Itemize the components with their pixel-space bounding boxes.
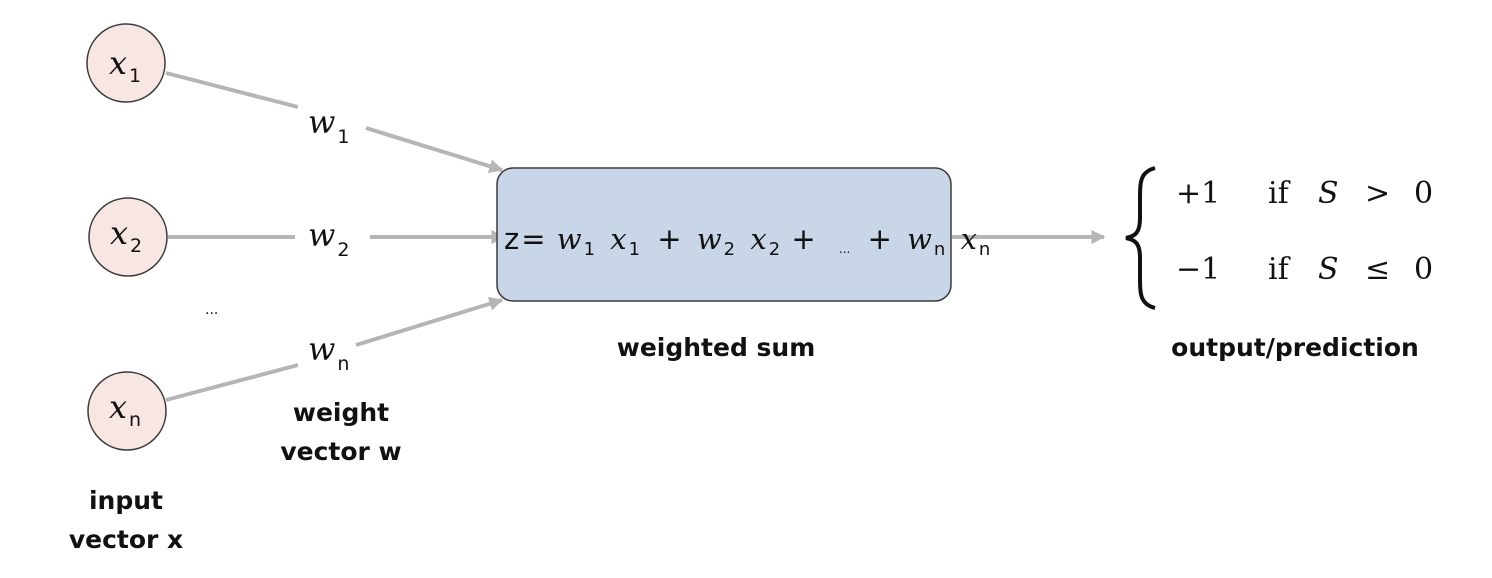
edges — [165, 71, 1106, 402]
input-vector-label-line1: input — [89, 486, 163, 515]
edge-xn-to-wn — [165, 363, 299, 402]
input-node-circle — [86, 23, 166, 103]
weighted-sum-label: weighted sum — [617, 333, 816, 362]
weight-vector-label-line1: weight — [293, 398, 389, 427]
input-vector-label-line2: vector x — [69, 525, 183, 554]
weight-vector-label-line2: vector w — [280, 437, 401, 466]
output-case-1: +1 if S > 0 — [1176, 176, 1433, 211]
edge-w1-to-sum — [365, 126, 504, 173]
input-ellipsis: ... — [205, 302, 218, 318]
output-label: output/prediction — [1171, 333, 1419, 362]
input-node-circle — [88, 197, 168, 277]
input-node-circle — [87, 371, 167, 451]
edge-x1-to-w1 — [165, 71, 299, 109]
output-case-2: −1 if S ≤ 0 — [1176, 252, 1433, 287]
weighted-sum-box — [496, 167, 952, 302]
edge-wn-to-sum — [355, 297, 504, 347]
piecewise-brace — [1125, 166, 1156, 310]
